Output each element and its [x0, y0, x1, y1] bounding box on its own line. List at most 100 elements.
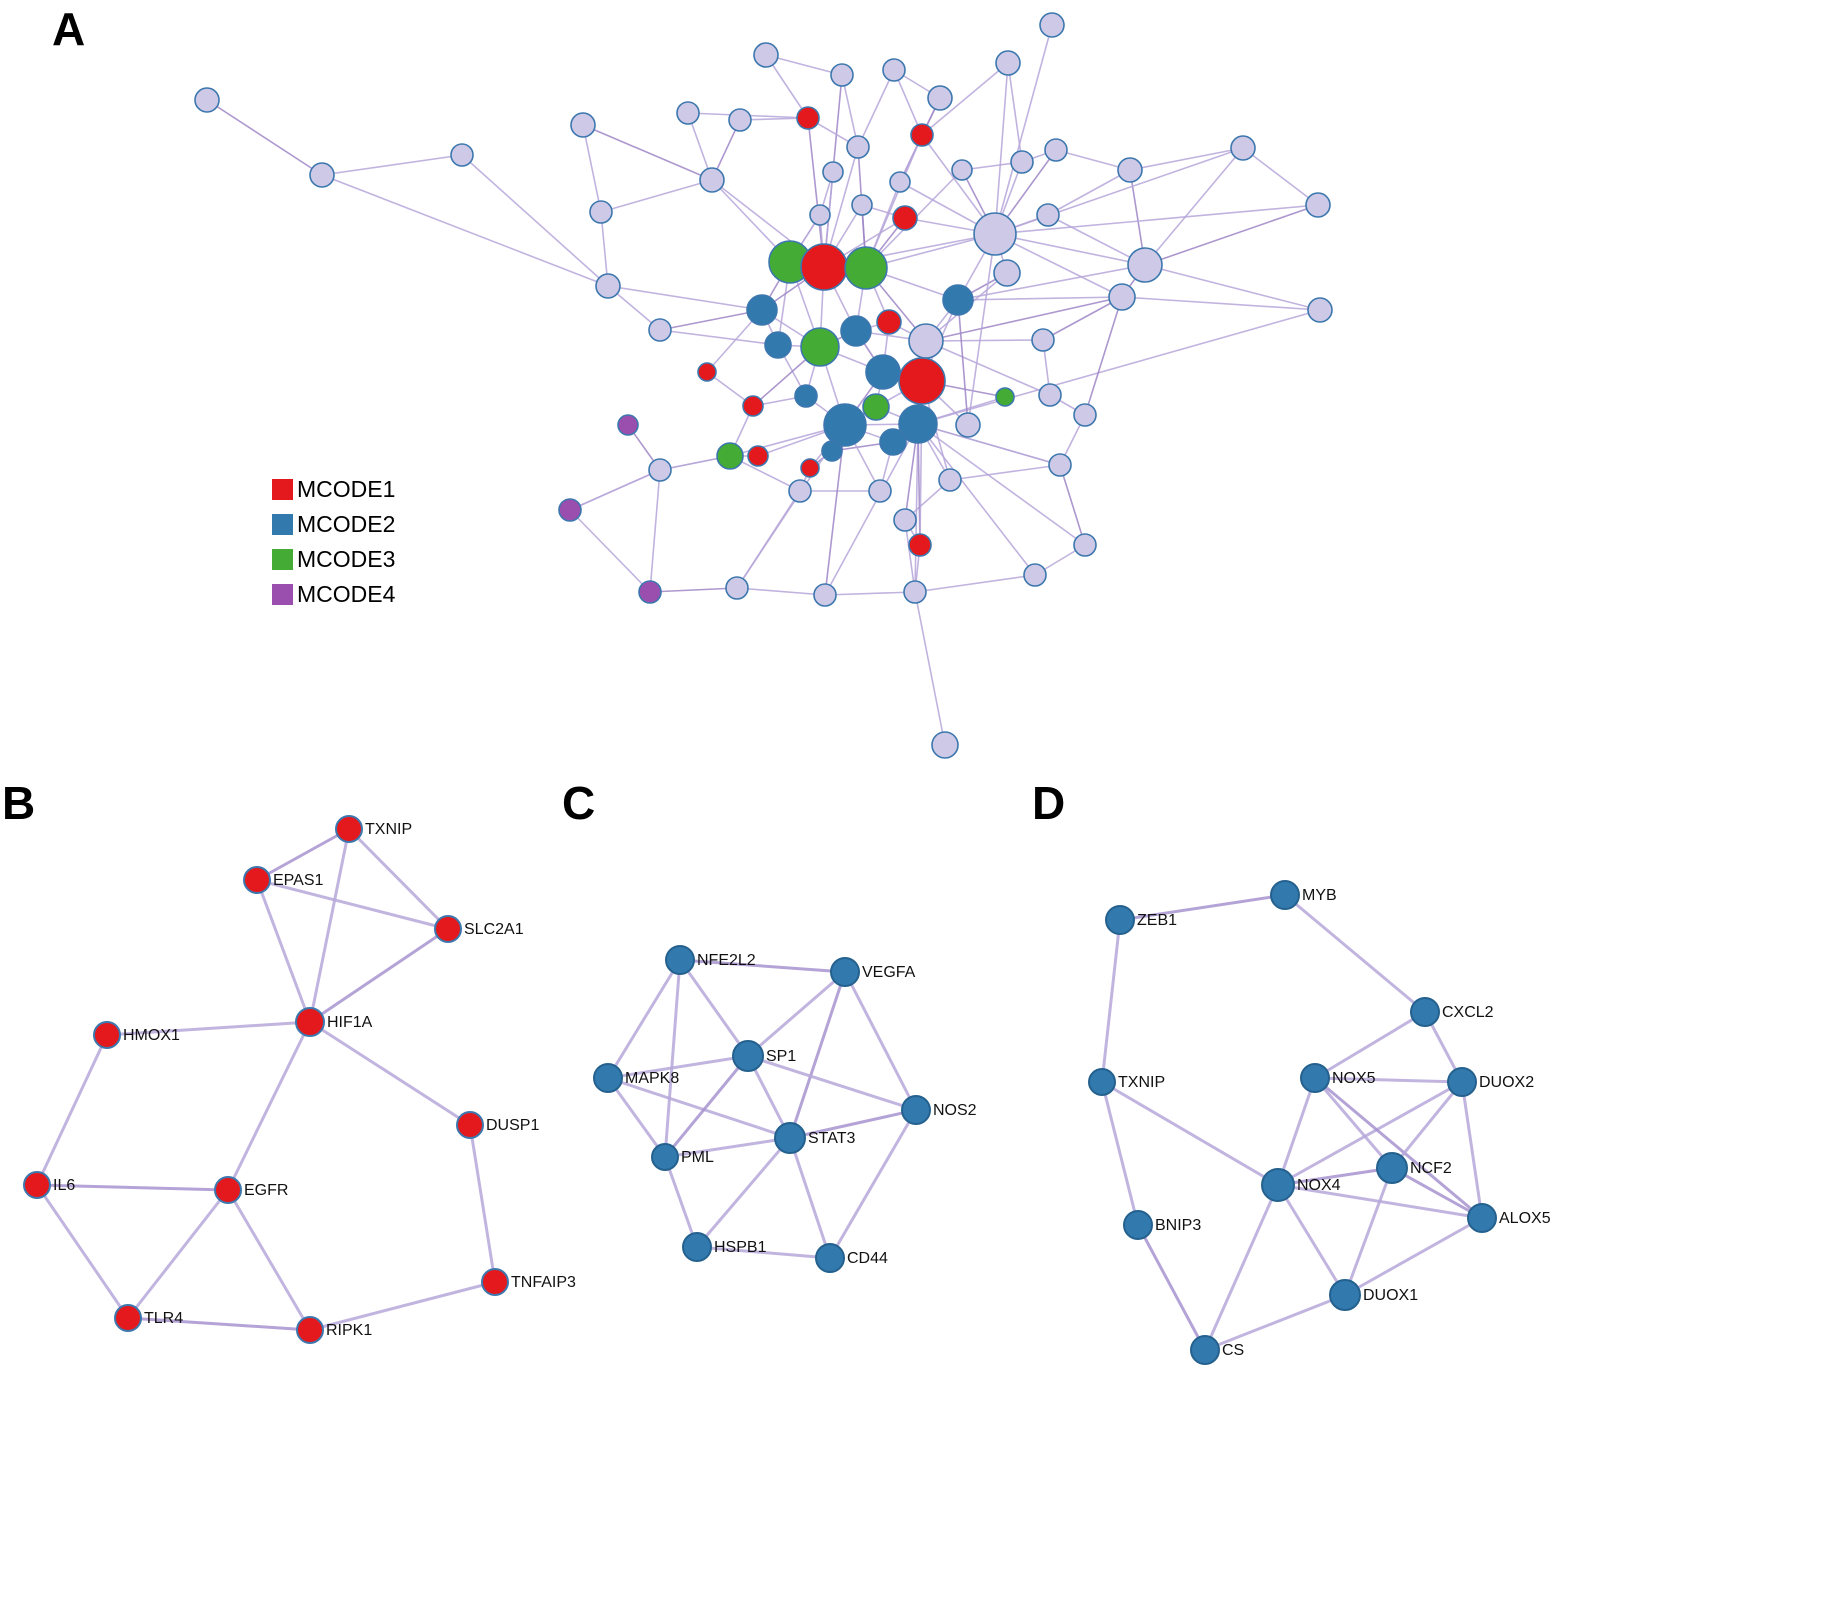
network-node[interactable] — [796, 106, 820, 130]
network-node[interactable] — [830, 957, 860, 987]
network-node[interactable] — [746, 294, 778, 326]
network-node[interactable] — [747, 445, 769, 467]
network-node[interactable] — [844, 246, 888, 290]
network-node[interactable] — [908, 533, 932, 557]
network-node[interactable] — [1270, 880, 1300, 910]
network-node[interactable] — [450, 143, 474, 167]
network-node[interactable] — [1073, 403, 1097, 427]
network-node[interactable] — [665, 945, 695, 975]
network-node[interactable] — [1261, 1168, 1295, 1202]
network-node[interactable] — [851, 194, 873, 216]
network-node[interactable] — [1073, 533, 1097, 557]
network-node[interactable] — [558, 498, 582, 522]
network-node[interactable] — [742, 395, 764, 417]
network-node[interactable] — [910, 123, 934, 147]
network-node[interactable] — [699, 167, 725, 193]
network-node[interactable] — [335, 815, 363, 843]
network-node[interactable] — [1044, 138, 1068, 162]
network-node[interactable] — [1048, 453, 1072, 477]
network-node[interactable] — [638, 580, 662, 604]
network-node[interactable] — [434, 915, 462, 943]
network-node[interactable] — [862, 393, 890, 421]
network-node[interactable] — [973, 212, 1017, 256]
network-node[interactable] — [1031, 328, 1055, 352]
network-node[interactable] — [955, 412, 981, 438]
network-node[interactable] — [813, 583, 837, 607]
network-node[interactable] — [1127, 247, 1163, 283]
network-node[interactable] — [898, 404, 938, 444]
network-node[interactable] — [882, 58, 906, 82]
network-node[interactable] — [716, 442, 744, 470]
network-node[interactable] — [1410, 997, 1440, 1027]
network-node[interactable] — [1108, 283, 1136, 311]
network-node[interactable] — [309, 162, 335, 188]
network-node[interactable] — [1307, 297, 1333, 323]
network-node[interactable] — [846, 135, 870, 159]
network-node[interactable] — [951, 159, 973, 181]
network-node[interactable] — [651, 1143, 679, 1171]
network-node[interactable] — [296, 1316, 324, 1344]
network-node[interactable] — [1329, 1279, 1361, 1311]
network-node[interactable] — [194, 87, 220, 113]
network-node[interactable] — [1300, 1063, 1330, 1093]
network-node[interactable] — [788, 479, 812, 503]
network-node[interactable] — [1039, 12, 1065, 38]
network-node[interactable] — [1230, 135, 1256, 161]
network-node[interactable] — [1117, 157, 1143, 183]
network-node[interactable] — [865, 354, 901, 390]
network-node[interactable] — [1038, 383, 1062, 407]
network-node[interactable] — [995, 387, 1015, 407]
network-node[interactable] — [648, 318, 672, 342]
network-node[interactable] — [876, 309, 902, 335]
network-node[interactable] — [23, 1171, 51, 1199]
network-node[interactable] — [823, 403, 867, 447]
network-node[interactable] — [295, 1007, 325, 1037]
network-node[interactable] — [931, 731, 959, 759]
network-node[interactable] — [617, 414, 639, 436]
network-node[interactable] — [1376, 1152, 1408, 1184]
network-node[interactable] — [732, 1040, 764, 1072]
network-node[interactable] — [800, 458, 820, 478]
network-node[interactable] — [927, 85, 953, 111]
network-node[interactable] — [889, 171, 911, 193]
network-node[interactable] — [942, 284, 974, 316]
network-node[interactable] — [753, 42, 779, 68]
network-node[interactable] — [821, 440, 843, 462]
network-node[interactable] — [995, 50, 1021, 76]
network-node[interactable] — [1447, 1067, 1477, 1097]
network-node[interactable] — [822, 161, 844, 183]
network-node[interactable] — [1105, 905, 1135, 935]
network-node[interactable] — [815, 1243, 845, 1273]
network-node[interactable] — [1010, 150, 1034, 174]
network-node[interactable] — [1467, 1203, 1497, 1233]
network-node[interactable] — [892, 205, 918, 231]
network-node[interactable] — [728, 108, 752, 132]
network-node[interactable] — [589, 200, 613, 224]
network-node[interactable] — [725, 576, 749, 600]
network-node[interactable] — [648, 458, 672, 482]
network-node[interactable] — [676, 101, 700, 125]
network-node[interactable] — [1088, 1068, 1116, 1096]
network-node[interactable] — [114, 1304, 142, 1332]
network-node[interactable] — [868, 479, 892, 503]
network-node[interactable] — [794, 384, 818, 408]
network-node[interactable] — [840, 315, 872, 347]
network-node[interactable] — [595, 273, 621, 299]
network-node[interactable] — [830, 63, 854, 87]
network-node[interactable] — [1023, 563, 1047, 587]
network-node[interactable] — [456, 1111, 484, 1139]
network-node[interactable] — [1190, 1335, 1220, 1365]
network-node[interactable] — [993, 259, 1021, 287]
network-node[interactable] — [1036, 203, 1060, 227]
network-node[interactable] — [938, 468, 962, 492]
network-node[interactable] — [1305, 192, 1331, 218]
network-node[interactable] — [800, 243, 848, 291]
network-node[interactable] — [800, 327, 840, 367]
network-node[interactable] — [697, 362, 717, 382]
network-node[interactable] — [879, 428, 907, 456]
network-node[interactable] — [901, 1095, 931, 1125]
network-node[interactable] — [893, 508, 917, 532]
network-node[interactable] — [774, 1122, 806, 1154]
network-node[interactable] — [764, 331, 792, 359]
network-node[interactable] — [898, 357, 946, 405]
